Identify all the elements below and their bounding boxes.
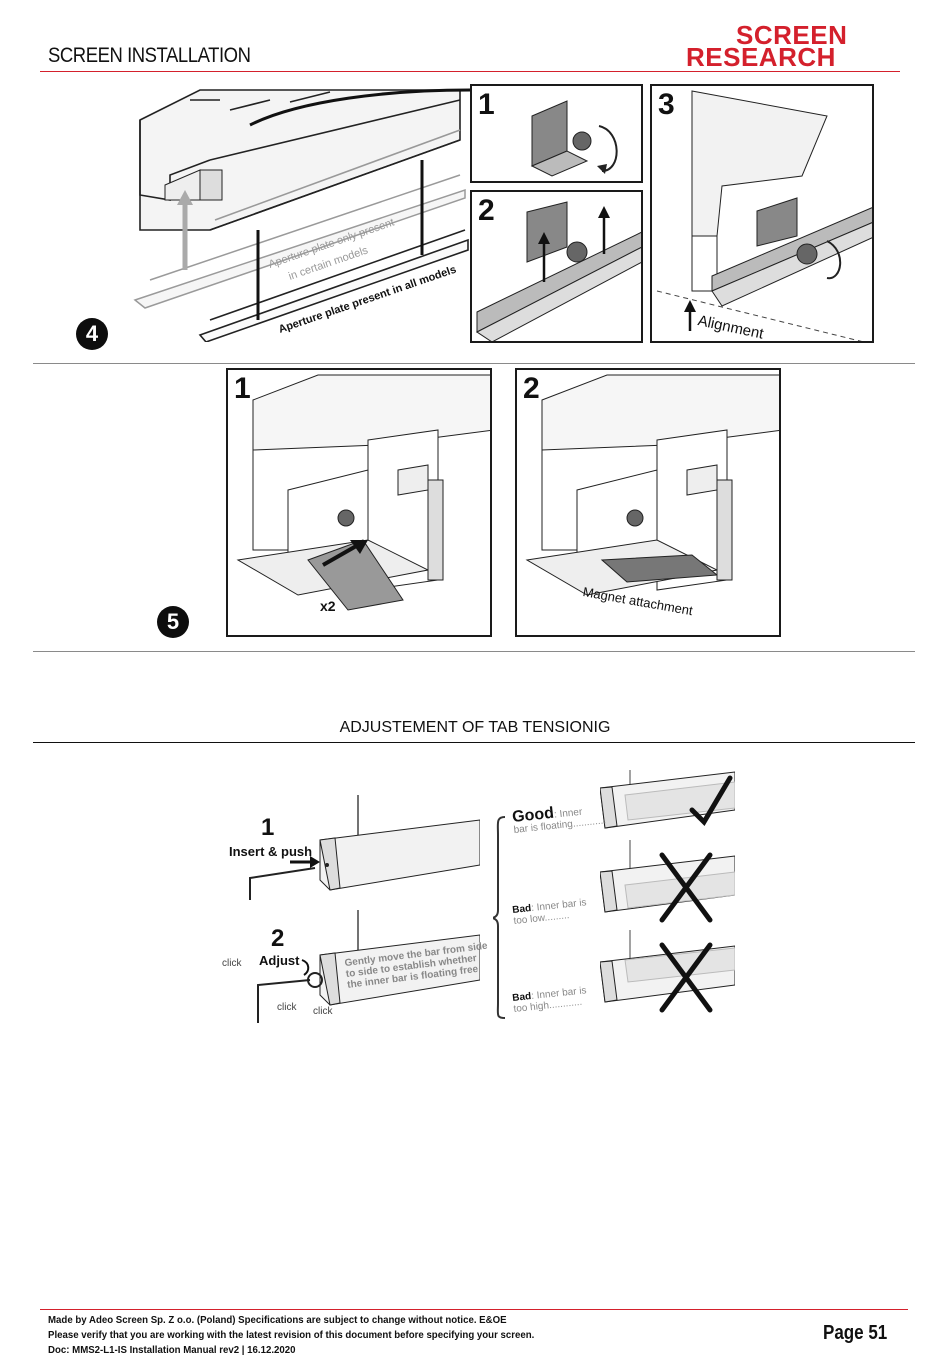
magnet-insert-illustration (236, 374, 490, 611)
bad-high-bar-illustration (600, 930, 735, 1013)
step4-panel-1-number: 1 (478, 88, 495, 121)
page-title: SCREEN INSTALLATION (48, 44, 251, 67)
x2-label: x2 (320, 598, 336, 614)
good-label: Good: Inner bar is floating............ (511, 802, 606, 836)
section-divider-2 (33, 651, 915, 652)
footer-line-3: Doc: MMS2-L1-IS Installation Manual rev2… (48, 1344, 296, 1356)
alignment-illustration (656, 90, 872, 341)
step4-bullet: 4 (76, 318, 108, 350)
click-label-2: click (277, 1002, 297, 1013)
tension-step2-number: 2 (271, 925, 285, 952)
step4-panel-3-number: 3 (658, 88, 675, 121)
bad-high-label: Bad: Inner bar is too high............ (512, 985, 588, 1015)
comparison-brace (493, 816, 506, 1019)
tension-step1-illustration (249, 795, 480, 900)
tension-step2-label: Adjust (259, 953, 300, 968)
footer-line-1: Made by Adeo Screen Sp. Z o.o. (Poland) … (48, 1314, 507, 1326)
step5-panel-2: 2 Magnet attachment (515, 368, 781, 637)
footer-text: Made by Adeo Screen Sp. Z o.o. (Poland) … (48, 1313, 534, 1358)
click-label-1: click (222, 958, 242, 969)
step4-panel-1: 1 (470, 84, 643, 183)
logo-line-1: SCREEN (736, 20, 848, 50)
footer-line-2: Please verify that you are working with … (48, 1329, 535, 1341)
page-number: Page 51 (823, 1322, 888, 1344)
good-bar-illustration (600, 770, 735, 829)
step4-panel-2-number: 2 (478, 194, 495, 227)
bad-low-bar-illustration (600, 840, 735, 923)
section-title-underline (33, 742, 915, 743)
step4-panel-2: 2 (470, 190, 643, 343)
section-title-tensioning: ADJUSTEMENT OF TAB TENSIONIG (339, 719, 611, 736)
header-divider (40, 71, 900, 72)
click-label-3: click (313, 1006, 333, 1017)
bracket-lift-illustration (476, 201, 641, 341)
step5-panel-1: 1 x2 (226, 368, 492, 637)
step4-panel-3: 3 Alignment (650, 84, 874, 343)
magnet-attached-illustration (525, 374, 779, 596)
section-divider-1 (33, 363, 915, 364)
step4-main-illustration: Aperture plate only present in certain m… (133, 88, 470, 342)
bad-low-label: Bad: Inner bar is too low......... (512, 897, 588, 927)
step5-bullet: 5 (157, 606, 189, 638)
bracket-knob-illustration (530, 100, 618, 177)
tension-step1-label: Insert & push (229, 844, 313, 859)
footer-divider (40, 1309, 908, 1310)
logo-line-2: RESEARCH (686, 42, 836, 72)
tension-step1-number: 1 (261, 814, 275, 841)
step5-panel-2-number: 2 (523, 372, 540, 405)
step5-panel-1-number: 1 (234, 372, 251, 405)
tension-step2-illustration (257, 910, 480, 1023)
brand-logo: SCREEN RESEARCH (686, 20, 892, 72)
